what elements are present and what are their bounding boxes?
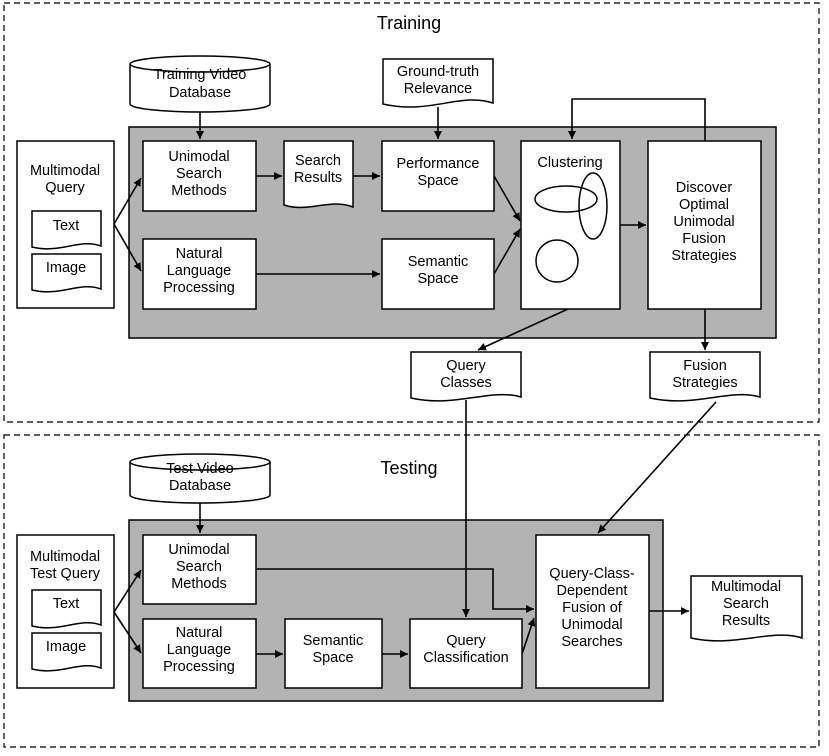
svg-text:Strategies: Strategies: [672, 375, 737, 391]
training-db-label-1: Training Video: [154, 67, 247, 83]
cluster-circle: [535, 239, 579, 283]
svg-text:Results: Results: [294, 170, 342, 186]
svg-text:Natural: Natural: [176, 246, 223, 262]
arrow-classification-to-fusion: [521, 617, 536, 655]
svg-text:Semantic: Semantic: [303, 633, 363, 649]
multimodal-search-results: Multimodal Search Results: [690, 575, 803, 642]
svg-text:Strategies: Strategies: [671, 248, 736, 264]
performance-space: Performance Space: [381, 140, 495, 212]
svg-text:Searches: Searches: [561, 634, 622, 650]
testing-text-doc: [31, 589, 102, 629]
svg-text:Multimodal: Multimodal: [711, 579, 781, 595]
svg-text:Methods: Methods: [171, 183, 227, 199]
svg-text:Results: Results: [722, 613, 770, 629]
svg-text:Unimodal: Unimodal: [168, 149, 229, 165]
training-title: Training: [377, 13, 441, 33]
testing-query-image: Image: [46, 639, 86, 655]
training-query-text: Text: [53, 218, 80, 234]
cluster-ellipse-2: [578, 172, 608, 240]
arrow-semantic-to-clustering: [493, 228, 521, 275]
training-query-image: Image: [46, 260, 86, 276]
svg-text:Discover: Discover: [676, 180, 733, 196]
svg-text:Dependent: Dependent: [557, 583, 628, 599]
svg-text:Search: Search: [176, 559, 222, 575]
svg-text:Processing: Processing: [163, 659, 235, 675]
training-query-label-2: Query: [45, 180, 85, 196]
test-db-label-2: Database: [169, 478, 231, 494]
svg-text:Search: Search: [723, 596, 769, 612]
svg-text:Semantic: Semantic: [408, 254, 468, 270]
svg-text:Language: Language: [167, 642, 232, 658]
query-classes: Query Classes: [410, 351, 522, 402]
svg-text:Space: Space: [417, 173, 458, 189]
arrow-feedback-loop: [568, 98, 706, 141]
svg-text:Search: Search: [176, 166, 222, 182]
arrow-testquery-to-nlp: [113, 611, 142, 654]
training-video-database: Training Video Database: [129, 55, 271, 113]
svg-text:Processing: Processing: [163, 280, 235, 296]
training-semantic-space: Semantic Space: [381, 238, 495, 310]
discover-optimal-fusion-strategies: Discover Optimal Unimodal Fusion Strateg…: [647, 140, 762, 310]
testing-natural-language-processing: Natural Language Processing: [142, 618, 257, 689]
training-db-label-2: Database: [169, 85, 231, 101]
training-search-results: Search Results: [283, 140, 354, 209]
svg-text:Test Query: Test Query: [30, 566, 101, 582]
query-class-dependent-fusion: Query-Class- Dependent Fusion of Unimoda…: [535, 534, 650, 689]
arrow-strategies-to-fusion: [597, 401, 717, 534]
training-query-label-1: Multimodal: [30, 163, 100, 179]
svg-text:Performance: Performance: [396, 156, 479, 172]
clustering: Clustering: [520, 140, 621, 310]
svg-text:Multimodal: Multimodal: [30, 549, 100, 565]
testing-query-text: Text: [53, 596, 80, 612]
svg-text:Space: Space: [312, 650, 353, 666]
testing-unimodal-search-methods: Unimodal Search Methods: [142, 534, 257, 605]
svg-text:Query: Query: [446, 358, 486, 374]
svg-text:Unimodal: Unimodal: [168, 542, 229, 558]
svg-text:Search: Search: [295, 153, 341, 169]
arrow-query-to-unimodal: [113, 177, 142, 225]
training-multimodal-query: Multimodal Query Text Image: [16, 140, 115, 309]
svg-text:Query: Query: [446, 633, 486, 649]
svg-text:Unimodal: Unimodal: [561, 617, 622, 633]
svg-text:Fusion: Fusion: [682, 231, 726, 247]
svg-text:Classification: Classification: [423, 650, 508, 666]
arrow-query-to-nlp: [113, 223, 142, 272]
svg-text:Clustering: Clustering: [537, 155, 602, 171]
svg-text:Optimal: Optimal: [679, 197, 729, 213]
fusion-strategies: Fusion Strategies: [649, 351, 761, 402]
testing-semantic-space: Semantic Space: [284, 618, 383, 689]
arrow-clustering-to-classes: [477, 308, 569, 351]
test-video-database: Test Video Database: [129, 453, 271, 504]
ground-truth-relevance: Ground-truth Relevance: [382, 58, 494, 108]
training-image-doc: [31, 253, 102, 293]
testing-multimodal-query: Multimodal Test Query Text Image: [16, 534, 115, 689]
svg-text:Natural: Natural: [176, 625, 223, 641]
arrow-testquery-to-unimodal: [113, 569, 142, 613]
ground-truth-label-1: Ground-truth: [397, 64, 479, 80]
query-classification: Query Classification: [409, 618, 523, 689]
svg-text:Fusion of: Fusion of: [562, 600, 623, 616]
svg-text:Fusion: Fusion: [683, 358, 727, 374]
training-text-doc: [31, 210, 102, 250]
cluster-ellipse-1: [534, 185, 598, 213]
svg-text:Space: Space: [417, 271, 458, 287]
svg-text:Methods: Methods: [171, 576, 227, 592]
testing-title: Testing: [380, 458, 437, 478]
arrow-unimodal-to-fusion: [256, 568, 534, 613]
svg-text:Language: Language: [167, 263, 232, 279]
ground-truth-label-2: Relevance: [404, 81, 473, 97]
testing-image-doc: [31, 632, 102, 672]
svg-text:Unimodal: Unimodal: [673, 214, 734, 230]
training-unimodal-search-methods: Unimodal Search Methods: [142, 140, 257, 212]
svg-text:Query-Class-: Query-Class-: [549, 566, 635, 582]
svg-text:Classes: Classes: [440, 375, 492, 391]
test-db-label-1: Test Video: [166, 461, 233, 477]
training-natural-language-processing: Natural Language Processing: [142, 238, 257, 310]
arrow-performance-to-clustering: [493, 175, 521, 222]
